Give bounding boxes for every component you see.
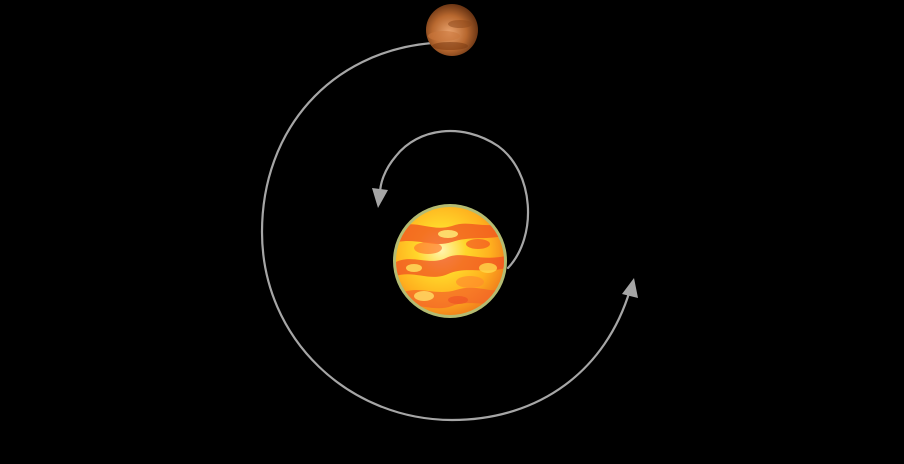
outer-orbit-arrowhead-icon — [622, 278, 638, 298]
sun-surface-texture — [396, 223, 504, 309]
inner-orbit-arc — [378, 129, 530, 270]
sun-icon — [393, 204, 507, 318]
outer-orbit-arc — [260, 41, 632, 422]
planet-icon — [426, 4, 478, 56]
inner-orbit-arrowhead-icon — [372, 188, 388, 208]
